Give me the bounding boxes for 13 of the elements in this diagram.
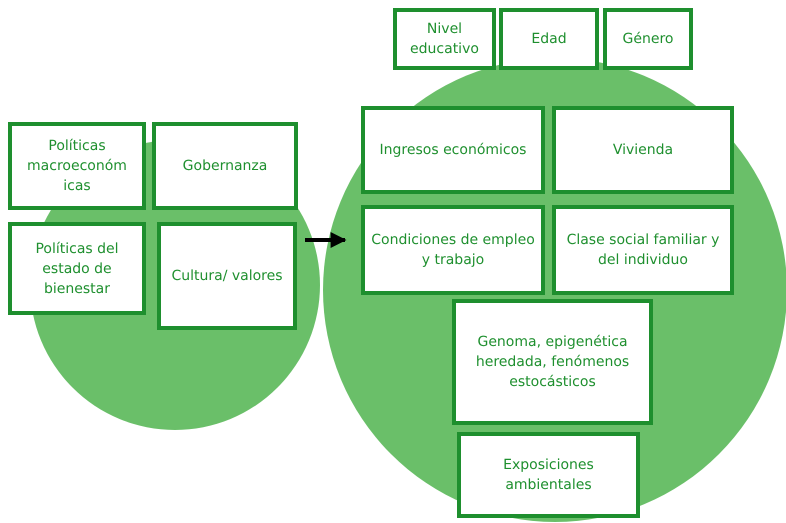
factor-box: Cultura/ valores — [157, 222, 297, 330]
factor-box: Políticas macroeconóm icas — [8, 122, 146, 210]
factor-box: Edad — [499, 8, 599, 70]
factor-box: Nivel educativo — [393, 8, 496, 70]
factor-box: Gobernanza — [152, 122, 298, 210]
factor-box: Vivienda — [552, 106, 734, 194]
factor-box: Género — [603, 8, 693, 70]
factor-box: Ingresos económicos — [361, 106, 545, 194]
factor-box: Clase social familiar y del individuo — [552, 205, 734, 295]
factor-box: Políticas del estado de bienestar — [8, 222, 146, 315]
factor-box: Condiciones de empleo y trabajo — [361, 205, 545, 295]
factor-box: Genoma, epigenética heredada, fenómenos estocásticos — [452, 299, 653, 425]
factor-box: Exposiciones ambientales — [457, 432, 640, 518]
